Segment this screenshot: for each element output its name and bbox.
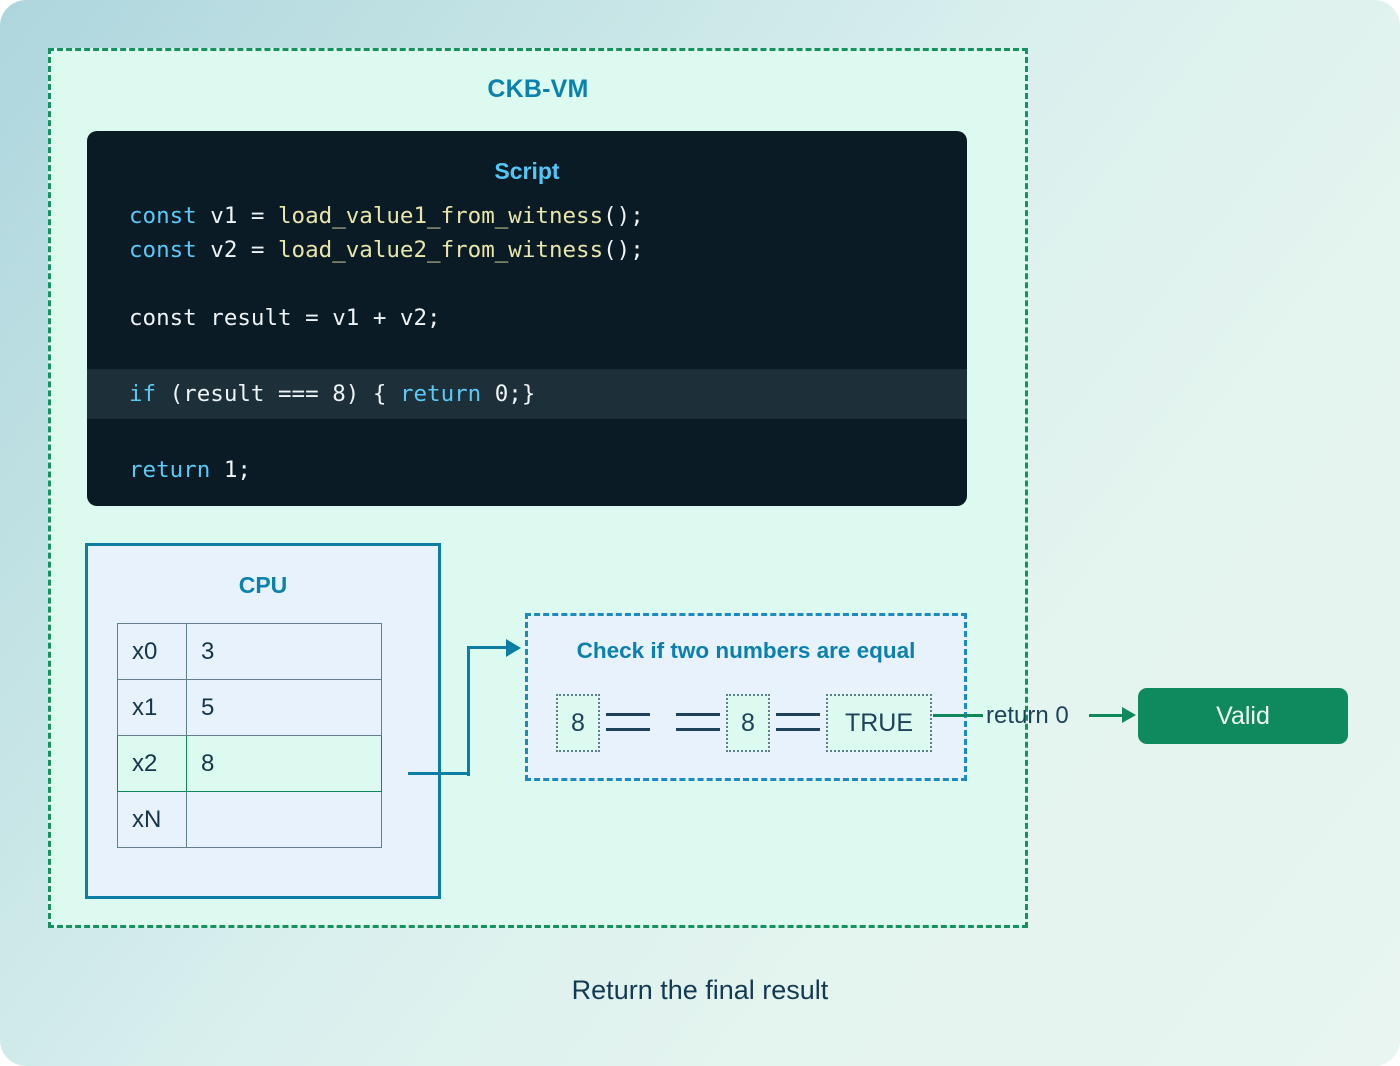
equals-icon bbox=[670, 710, 726, 736]
code-keyword: return bbox=[399, 381, 482, 407]
cpu-panel: CPU x0 3 x1 5 x2 8 xN bbox=[85, 543, 441, 899]
code-text: 0;} bbox=[481, 381, 536, 407]
status-badge-valid[interactable]: Valid bbox=[1138, 688, 1348, 744]
code-text: 1; bbox=[210, 457, 251, 483]
code-function: load_value2_from_witness bbox=[278, 237, 604, 263]
code-keyword: if bbox=[129, 381, 157, 407]
ckb-vm-container: CKB-VM Script const v1 = load_value1_fro… bbox=[48, 48, 1028, 928]
code-line-5: return 1; bbox=[87, 453, 967, 487]
table-row: x1 5 bbox=[117, 679, 382, 736]
code-keyword: return bbox=[129, 457, 211, 483]
return-value-label: return 0 bbox=[986, 702, 1069, 729]
code-line-blank bbox=[87, 419, 967, 453]
table-row-active: x2 8 bbox=[117, 735, 382, 792]
connector-true-to-return bbox=[933, 714, 983, 717]
equals-icon bbox=[770, 710, 826, 736]
connector-x2-horizontal-bottom bbox=[408, 772, 470, 776]
register-name: x0 bbox=[117, 623, 187, 680]
register-name: x1 bbox=[117, 679, 187, 736]
cpu-title: CPU bbox=[238, 572, 288, 598]
code-keyword: const bbox=[129, 203, 197, 229]
table-row: xN bbox=[117, 791, 382, 848]
code-line-blank bbox=[87, 267, 967, 301]
code-text: (); bbox=[603, 237, 644, 263]
code-function: load_value1_from_witness bbox=[278, 203, 604, 229]
cpu-register-table: x0 3 x1 5 x2 8 xN bbox=[117, 623, 382, 848]
ckb-vm-title: CKB-VM bbox=[487, 75, 589, 103]
script-card: Script const v1 = load_value1_from_witne… bbox=[87, 131, 967, 506]
arrow-head-icon bbox=[1122, 707, 1136, 723]
register-name: x2 bbox=[117, 735, 187, 792]
table-row: x0 3 bbox=[117, 623, 382, 680]
register-value: 3 bbox=[186, 623, 382, 680]
code-text: v2 = bbox=[196, 237, 279, 263]
equality-check-title: Check if two numbers are equal bbox=[576, 638, 916, 663]
diagram-caption: Return the final result bbox=[571, 975, 829, 1005]
connector-x2-vertical bbox=[467, 646, 471, 776]
code-keyword: const bbox=[129, 237, 197, 263]
arrow-head-icon bbox=[506, 639, 521, 657]
register-value: 5 bbox=[186, 679, 382, 736]
equality-check-panel: Check if two numbers are equal 8 8 TRUE bbox=[525, 613, 967, 781]
code-text: const result = v1 + v2; bbox=[129, 305, 441, 331]
register-value bbox=[186, 791, 382, 848]
script-title: Script bbox=[494, 158, 560, 184]
code-text: (); bbox=[603, 203, 644, 229]
connector-return-to-valid bbox=[1089, 714, 1131, 717]
code-block: const v1 = load_value1_from_witness(); c… bbox=[87, 199, 967, 487]
compare-right-value: 8 bbox=[726, 694, 770, 752]
code-line-3: const result = v1 + v2; bbox=[87, 301, 967, 335]
code-line-blank bbox=[87, 335, 967, 369]
register-value: 8 bbox=[186, 735, 382, 792]
code-line-4-highlighted: if (result === 8) { return 0;} bbox=[87, 369, 967, 419]
code-text: (result === 8) { bbox=[156, 381, 400, 407]
compare-result-value: TRUE bbox=[826, 694, 932, 752]
code-line-2: const v2 = load_value2_from_witness(); bbox=[87, 233, 967, 267]
code-text: v1 = bbox=[196, 203, 279, 229]
compare-left-value: 8 bbox=[556, 694, 600, 752]
code-line-1: const v1 = load_value1_from_witness(); bbox=[87, 199, 967, 233]
equals-icon bbox=[600, 710, 656, 736]
register-name: xN bbox=[117, 791, 187, 848]
equality-expression: 8 8 TRUE bbox=[556, 694, 932, 752]
connector-x2-horizontal-top bbox=[467, 646, 509, 650]
